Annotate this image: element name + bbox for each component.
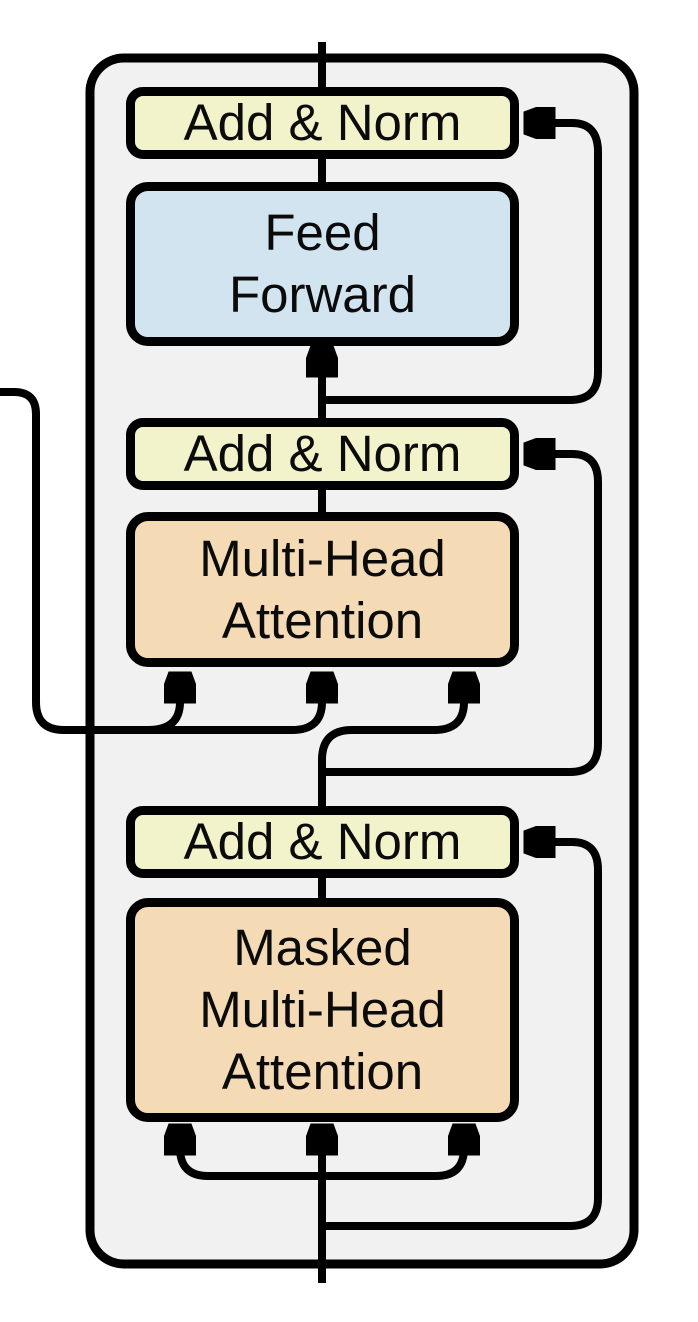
residual-top-line — [322, 123, 602, 404]
multi-head-attention-box: Multi-Head Attention — [126, 512, 519, 667]
add-norm-box-bottom: Add & Norm — [126, 806, 519, 878]
feed-forward-box: Feed Forward — [126, 182, 519, 346]
add-norm-box-top: Add & Norm — [126, 87, 519, 159]
residual-bottom-line — [322, 842, 602, 1230]
qkv-fork-line — [180, 1142, 464, 1180]
encoder-branch-arrow — [147, 690, 180, 734]
query-input-line — [318, 690, 464, 812]
residual-middle-line — [322, 454, 602, 776]
encoder-input-line — [0, 388, 322, 734]
masked-multi-head-attention-box: Masked Multi-Head Attention — [126, 898, 519, 1122]
add-norm-box-middle: Add & Norm — [126, 418, 519, 490]
